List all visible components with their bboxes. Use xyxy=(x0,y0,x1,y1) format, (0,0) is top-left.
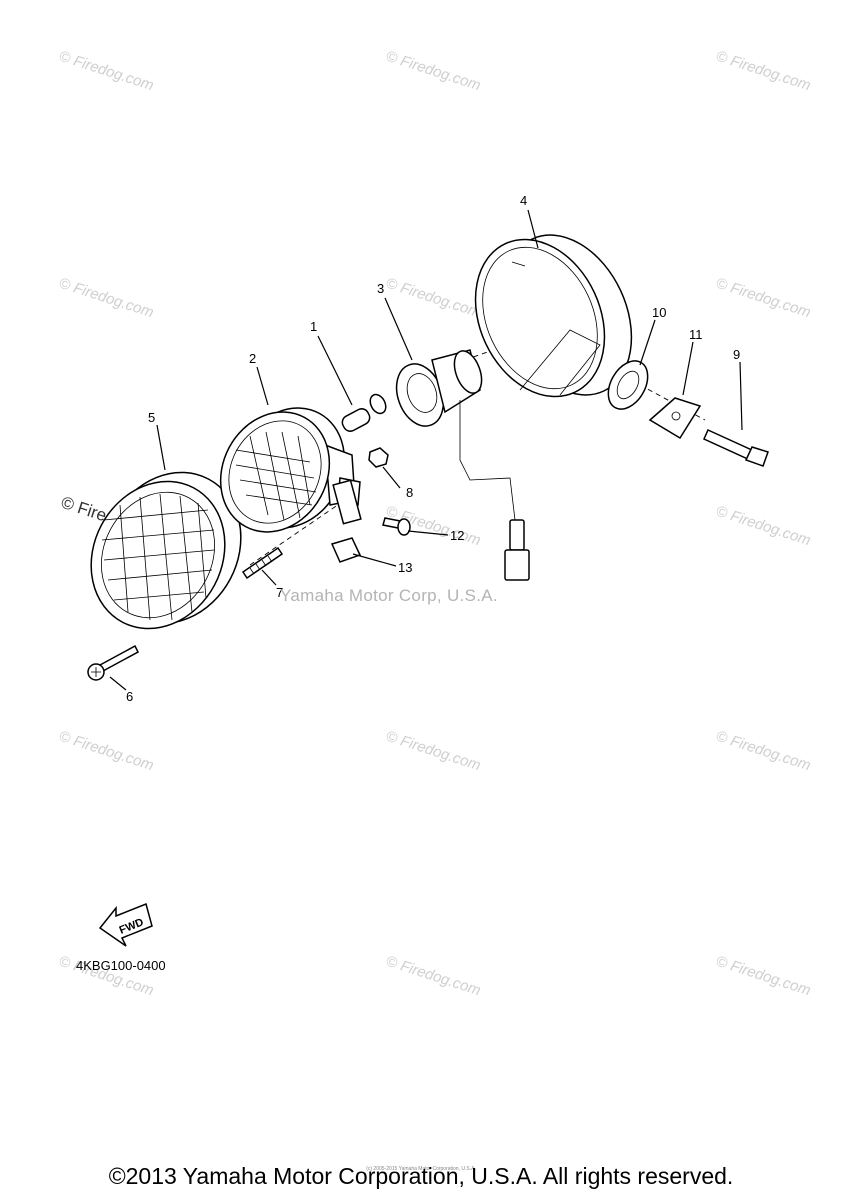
headlight-housing-part xyxy=(474,234,633,398)
watermark-site: © Firedog.com xyxy=(714,503,813,550)
leader-lines xyxy=(109,209,743,691)
callout-1: 1 xyxy=(310,319,317,334)
copyright-notice: ©2013 Yamaha Motor Corporation, U.S.A. A… xyxy=(108,1163,734,1189)
mounting-plate-part xyxy=(648,397,702,440)
headlight-bulb-part xyxy=(341,393,387,432)
watermark-site: © Firedog.com xyxy=(714,953,813,1000)
headlight-guard-part xyxy=(90,471,242,630)
watermark-site: © Firedog.com xyxy=(714,48,813,95)
diagram-code: 4KBG100-0400 xyxy=(76,958,166,973)
watermark-site: © Firedog.com xyxy=(384,48,483,95)
callout-11: 11 xyxy=(689,327,703,342)
watermark-site: © Firedog.com xyxy=(714,728,813,775)
callout-13: 13 xyxy=(398,560,412,575)
callout-10: 10 xyxy=(652,305,666,320)
clip-part xyxy=(330,479,362,563)
callout-3: 3 xyxy=(377,281,384,296)
bulb-socket-part xyxy=(395,349,530,581)
guard-screw-part xyxy=(87,644,139,681)
nut-part xyxy=(368,447,389,468)
corporate-watermark: Yamaha Motor Corp, U.S.A. xyxy=(280,586,498,605)
callout-labels: 1 2 3 4 5 6 7 8 9 10 11 12 13 xyxy=(126,193,740,704)
forward-direction-arrow: FWD xyxy=(98,902,153,947)
callout-4: 4 xyxy=(520,193,527,208)
watermark-site: © Firedog.com xyxy=(384,728,483,775)
watermark-site: © Firedog.com xyxy=(714,275,813,322)
watermark-site: © Firedog.com xyxy=(384,275,483,322)
callout-7: 7 xyxy=(276,585,283,600)
watermark-site: © Firedog.com xyxy=(57,728,156,775)
mounting-bolt-part xyxy=(703,429,769,467)
callout-5: 5 xyxy=(148,410,155,425)
watermark-site: © Firedog.com xyxy=(57,48,156,95)
callout-6: 6 xyxy=(126,689,133,704)
screw-part xyxy=(382,517,411,536)
watermark-site: © Firedog.com xyxy=(384,953,483,1000)
callout-2: 2 xyxy=(249,351,256,366)
fine-print: (c) 2005-2015 Yamaha Motor Corporation, … xyxy=(366,1166,476,1172)
callout-12: 12 xyxy=(450,528,464,543)
watermark-site: © Firedog.com xyxy=(57,275,156,322)
callout-8: 8 xyxy=(406,485,413,500)
callout-9: 9 xyxy=(733,347,740,362)
adjusting-screw-part xyxy=(241,546,284,580)
